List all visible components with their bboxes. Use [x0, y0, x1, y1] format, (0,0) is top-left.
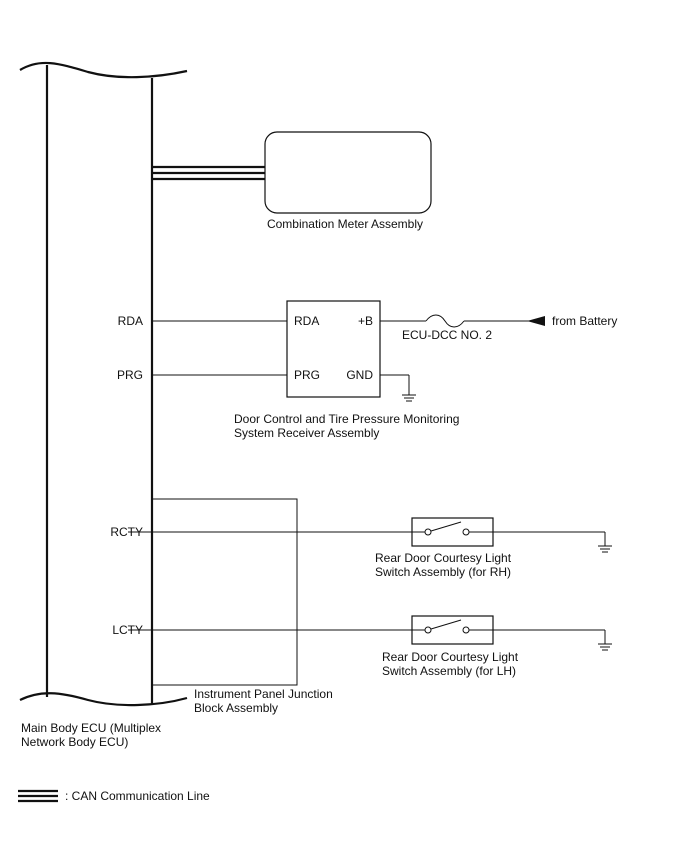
fuse-label: ECU-DCC NO. 2 [402, 328, 492, 342]
receiver-label-line1: Door Control and Tire Pressure Monitorin… [234, 412, 459, 426]
junction-block-label-line1: Instrument Panel Junction [194, 687, 333, 701]
receiver-label-line2: System Receiver Assembly [234, 426, 379, 440]
combination-meter [152, 131, 432, 214]
ecu-label-line2: Network Body ECU) [21, 735, 128, 749]
receiver-pin-b-plus: +B [358, 314, 373, 328]
receiver-box [286, 300, 381, 398]
switch-lh-label-line2: Switch Assembly (for LH) [382, 664, 516, 678]
ecu-top-wave [19, 61, 188, 79]
signal-label-prg: PRG [117, 368, 143, 382]
switch-rh [411, 517, 494, 547]
switch-rh-label-line1: Rear Door Courtesy Light [375, 551, 512, 565]
fuse-icon [425, 314, 465, 328]
signal-label-rda: RDA [118, 314, 143, 328]
junction-block [151, 498, 298, 686]
receiver-pin-prg: PRG [294, 368, 320, 382]
rcty-ground-icon [598, 532, 612, 553]
signal-label-lcty: LCTY [112, 623, 143, 637]
receiver-ground-icon [380, 374, 416, 402]
receiver-pin-gnd: GND [346, 368, 373, 382]
signal-label-rcty: RCTY [110, 525, 143, 539]
main-body-ecu [19, 61, 188, 707]
ecu-label-line1: Main Body ECU (Multiplex [21, 721, 161, 735]
junction-block-label-line2: Block Assembly [194, 701, 278, 715]
legend [18, 789, 58, 803]
lcty-ground-icon [598, 630, 612, 651]
legend-label: : CAN Communication Line [65, 789, 210, 803]
battery-arrow-icon [527, 316, 545, 326]
combination-meter-box [264, 131, 432, 214]
battery-label: from Battery [552, 314, 617, 328]
switch-lh [411, 615, 494, 645]
receiver-pin-rda: RDA [294, 314, 319, 328]
switch-lh-label-line1: Rear Door Courtesy Light [382, 650, 519, 664]
ecu-bottom-wave [19, 692, 188, 707]
combination-meter-label: Combination Meter Assembly [267, 217, 423, 231]
switch-rh-label-line2: Switch Assembly (for RH) [375, 565, 511, 579]
